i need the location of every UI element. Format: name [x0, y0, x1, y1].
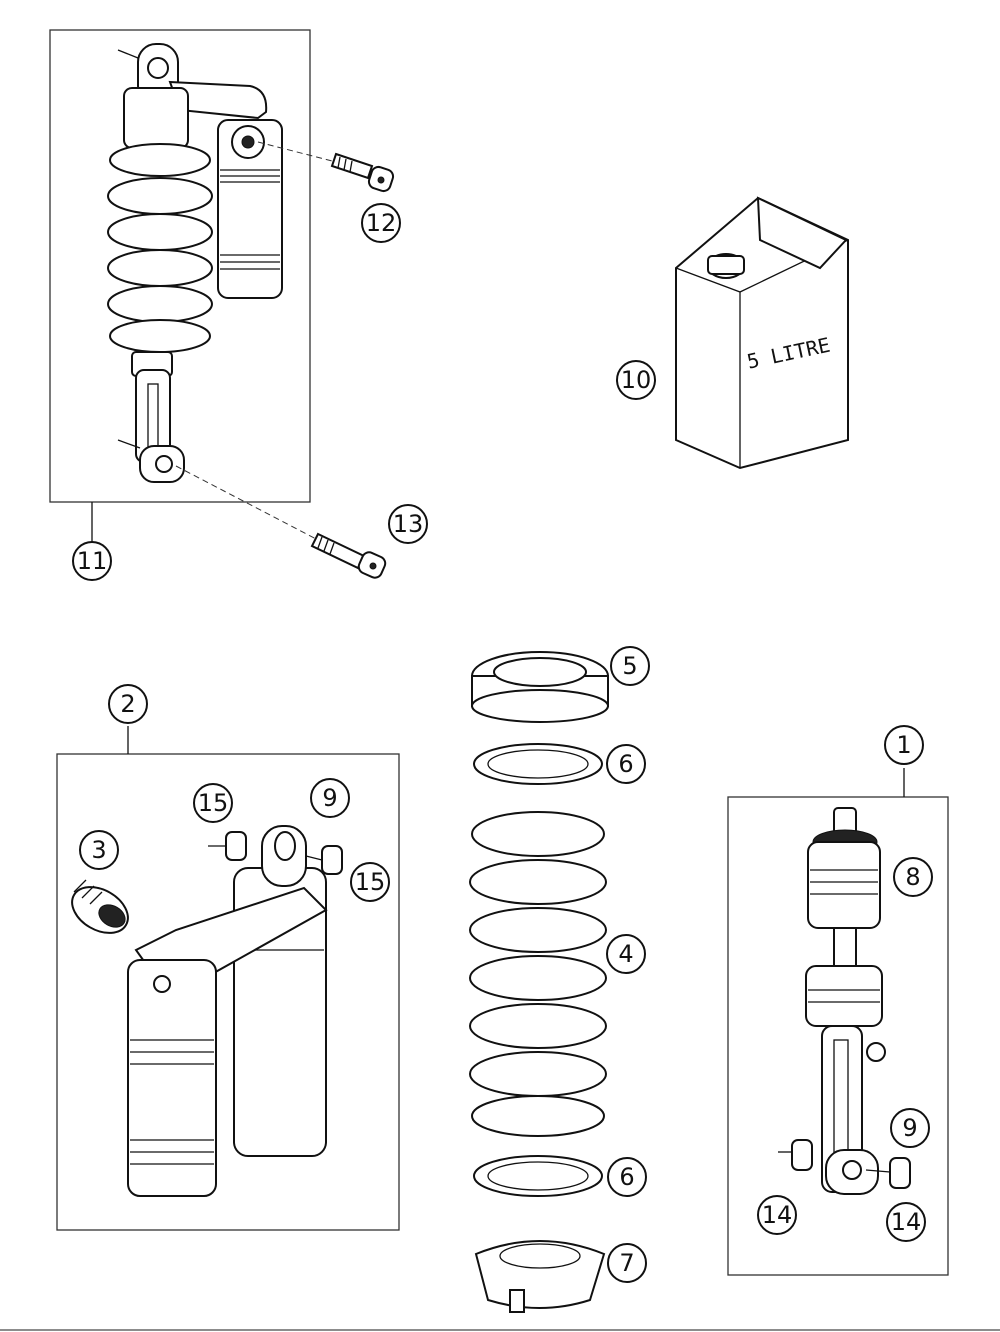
callout-10: 10 — [616, 360, 656, 400]
callout-3: 3 — [79, 830, 119, 870]
callout-label: 10 — [621, 366, 652, 394]
damper-assembly-2 — [56, 726, 400, 1231]
callout-15-upper: 15 — [193, 783, 233, 823]
callout-9-upper: 9 — [310, 778, 350, 818]
adjusting-nut-5 — [471, 651, 609, 723]
damper-assembly-1 — [727, 768, 949, 1276]
callout-9-lower: 9 — [890, 1108, 930, 1148]
callout-7: 7 — [607, 1243, 647, 1283]
callout-label: 12 — [366, 209, 397, 237]
callout-label: 8 — [905, 863, 920, 891]
callout-label: 9 — [322, 784, 337, 812]
callout-label: 13 — [393, 510, 424, 538]
callout-label: 14 — [762, 1201, 793, 1229]
callout-8: 8 — [893, 857, 933, 897]
callout-label: 15 — [355, 868, 386, 896]
callout-5: 5 — [610, 646, 650, 686]
shock-absorber-assembly-11 — [49, 29, 337, 542]
washer-6-top — [473, 743, 603, 785]
callout-label: 15 — [198, 789, 229, 817]
callout-label: 4 — [618, 940, 633, 968]
bolt-12 — [330, 152, 395, 193]
callout-13: 13 — [388, 504, 428, 544]
callout-14-left: 14 — [757, 1195, 797, 1235]
callout-2: 2 — [108, 684, 148, 724]
callout-15-lower: 15 — [350, 862, 390, 902]
oil-can-10: 5 LITRE — [675, 196, 849, 470]
callout-label: 14 — [891, 1208, 922, 1236]
callout-label: 1 — [896, 731, 911, 759]
callout-label: 2 — [120, 690, 135, 718]
bolt-13 — [310, 532, 387, 579]
callout-label: 7 — [619, 1249, 634, 1277]
callout-14-right: 14 — [886, 1202, 926, 1242]
callout-label: 3 — [91, 836, 106, 864]
callout-6-top: 6 — [606, 744, 646, 784]
spring-4 — [469, 811, 607, 1137]
spring-seat-7 — [474, 1240, 606, 1313]
callout-6-bottom: 6 — [607, 1157, 647, 1197]
valve-3 — [71, 879, 129, 934]
callout-label: 9 — [902, 1114, 917, 1142]
callout-11: 11 — [72, 541, 112, 581]
callout-label: 6 — [618, 750, 633, 778]
callout-1: 1 — [884, 725, 924, 765]
callout-12: 12 — [361, 203, 401, 243]
callout-4: 4 — [606, 934, 646, 974]
washer-6-bottom — [473, 1155, 603, 1197]
callout-label: 11 — [77, 547, 108, 575]
callout-label: 6 — [619, 1163, 634, 1191]
callout-label: 5 — [622, 652, 637, 680]
